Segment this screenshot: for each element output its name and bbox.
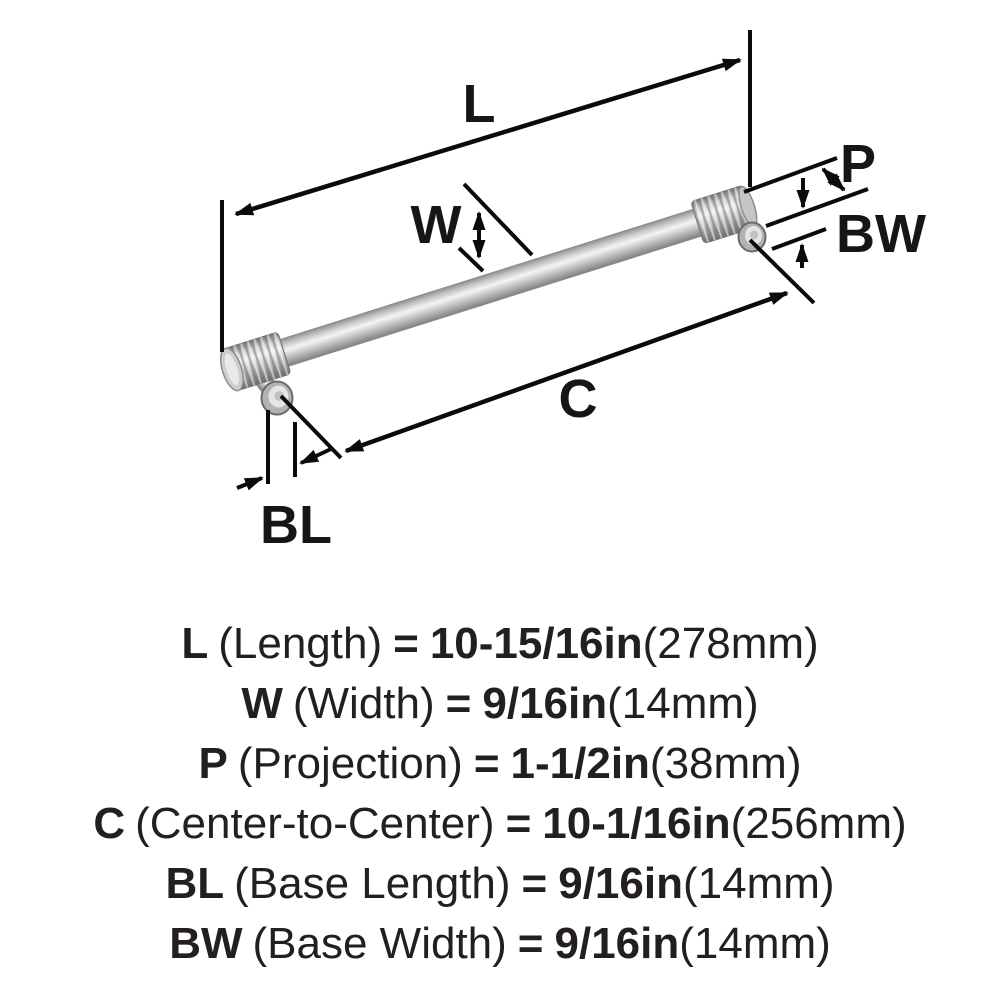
label-BW: BW (836, 204, 926, 264)
label-BL: BL (260, 495, 332, 555)
BW-bottom-line (771, 227, 827, 251)
label-P: P (840, 134, 876, 194)
spec-mm-value: (256mm) (730, 799, 907, 848)
dimension-BL (236, 410, 332, 491)
spec-code: L (181, 619, 209, 668)
spec-code: C (93, 799, 126, 848)
spec-inch-value: 9/16in (558, 859, 683, 908)
spec-inch-value: 10-1/16in (542, 799, 731, 848)
spec-row: BL(Base Length)=9/16in(14mm) (0, 854, 1000, 914)
spec-equals: = (393, 619, 419, 668)
W-long-tick (462, 182, 534, 257)
L-arrow-line (234, 57, 742, 217)
spec-row: W(Width)=9/16in(14mm) (0, 674, 1000, 734)
spec-mm-value: (14mm) (607, 679, 759, 728)
dimension-C (279, 238, 816, 460)
spec-list: L(Length)=10-15/16in(278mm) W(Width)=9/1… (0, 614, 1000, 974)
spec-code: P (198, 739, 228, 788)
spec-mm-value: (14mm) (679, 919, 831, 968)
BL-arrow-1 (236, 476, 264, 491)
spec-inch-value: 9/16in (554, 919, 680, 968)
P-arrow-line (821, 167, 846, 192)
label-L: L (463, 74, 496, 134)
spec-mm-value: (38mm) (649, 739, 802, 788)
spec-row: P(Projection)=1-1/2in(38mm) (0, 734, 1000, 794)
spec-equals: = (505, 799, 532, 848)
spec-row: L(Length)=10-15/16in(278mm) (0, 614, 1000, 674)
P-top-line (743, 156, 838, 194)
spec-code: BW (169, 919, 243, 968)
spec-equals: = (445, 679, 472, 728)
spec-row: C(Center-to-Center)=10-1/16in(256mm) (0, 794, 1000, 854)
product-dimension-diagram: L W P BW C BL (219, 30, 926, 555)
dimension-BW (771, 227, 827, 268)
C-arrow-line (344, 290, 789, 454)
label-C: C (559, 369, 598, 429)
spec-name: (Center-to-Center) (135, 799, 495, 848)
spec-equals: = (521, 859, 548, 908)
spec-mm-value: (14mm) (682, 859, 835, 908)
spec-code: BL (165, 859, 225, 908)
spec-code: W (241, 679, 283, 728)
W-short-tick (457, 246, 485, 273)
left-knurled-cap (219, 332, 291, 392)
spec-inch-value: 9/16in (482, 679, 608, 728)
dimension-P (743, 156, 869, 228)
dimension-L (220, 30, 752, 352)
right-foot (737, 221, 767, 253)
spec-name: (Projection) (237, 739, 463, 788)
spec-inch-value: 10-15/16in (429, 619, 643, 668)
spec-name: (Base Length) (234, 859, 511, 908)
spec-name: (Base Width) (252, 919, 507, 968)
label-W: W (411, 195, 462, 255)
P-mid-line (765, 187, 869, 228)
C-right-tick (748, 238, 816, 305)
spec-name: (Width) (292, 679, 435, 728)
dimension-lines (220, 30, 869, 491)
spec-inch-value: 1-1/2in (510, 739, 650, 788)
C-left-tick (279, 394, 343, 460)
spec-row: BW(Base Width)=9/16in(14mm) (0, 914, 1000, 974)
BL-arrow-2 (299, 447, 332, 465)
spec-name: (Length) (218, 619, 383, 668)
handle-drawing (219, 185, 767, 416)
spec-equals: = (517, 919, 544, 968)
dimension-W (457, 182, 534, 273)
spec-mm-value: (278mm) (642, 619, 819, 668)
spec-equals: = (473, 739, 500, 788)
left-foot (260, 380, 294, 416)
